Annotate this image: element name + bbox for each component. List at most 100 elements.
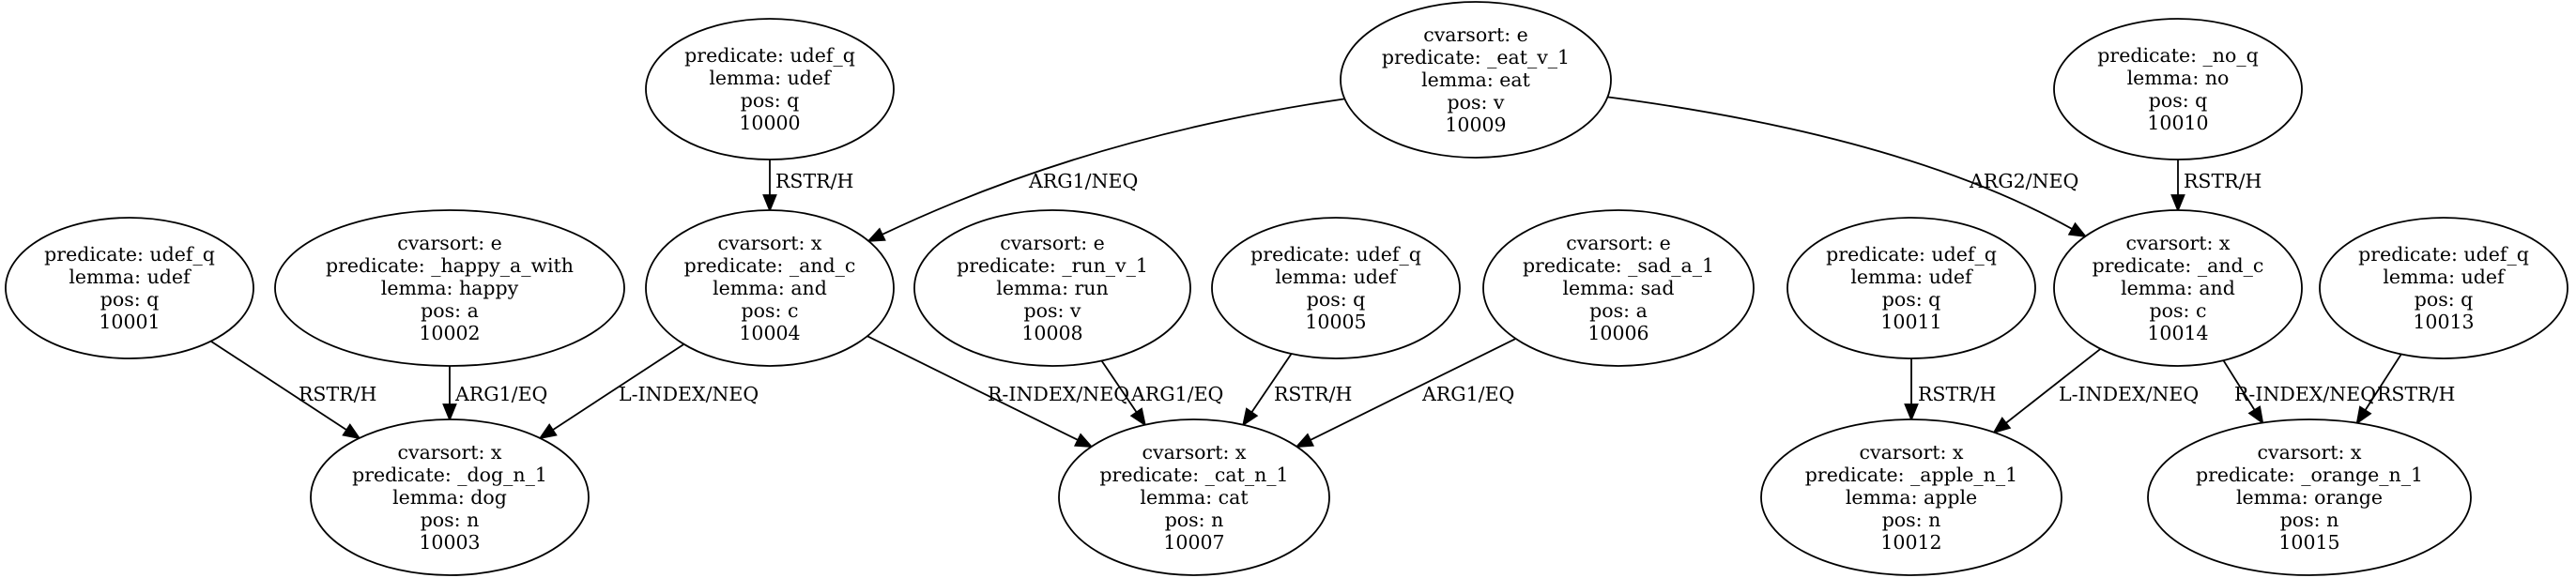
node-text-line: predicate: _sad_a_1: [1523, 254, 1714, 277]
node-text-line: pos: q: [100, 288, 160, 311]
node-ellipse: [2053, 18, 2303, 160]
edge-label: ARG1/EQ: [1130, 383, 1223, 405]
node-text-line: lemma: apple: [1846, 486, 1977, 509]
node-ellipse: [1058, 418, 1330, 576]
node-text-line: lemma: udef: [69, 266, 192, 288]
node-text-line: lemma: eat: [1421, 68, 1531, 91]
node-text-line: lemma: run: [996, 277, 1108, 299]
node-text-line: pos: n: [1882, 509, 1941, 531]
node-text-line: predicate: udef_q: [684, 44, 855, 67]
edge-10009-to-10004: ARG1/NEQ: [866, 98, 1345, 242]
node-ellipse: [1211, 217, 1461, 359]
node-text-line: cvarsort: e: [397, 232, 502, 254]
node-text-line: predicate: _apple_n_1: [1805, 464, 2017, 486]
node-text-line: lemma: sad: [1562, 277, 1674, 299]
edge-label: RSTR/H: [775, 170, 853, 192]
arrowhead: [1992, 417, 2012, 434]
node-text-line: 10005: [1305, 311, 1366, 333]
edge-10006-to-10007: ARG1/EQ: [1295, 338, 1516, 449]
node-text-line: 10007: [1163, 531, 1224, 554]
edge-label: ARG1/EQ: [1421, 383, 1514, 405]
node-text-line: pos: q: [2415, 288, 2474, 311]
node-text-line: predicate: _dog_n_1: [352, 464, 547, 486]
edge-label: ARG2/NEQ: [1969, 170, 2078, 192]
edge-label: ARG1/NEQ: [1028, 170, 1138, 192]
edge-10004-to-10003: L-INDEX/NEQ: [538, 343, 759, 440]
edge-10001-to-10003: RSTR/H: [210, 340, 376, 440]
node-text-line: lemma: udef: [2383, 266, 2506, 288]
arrowhead: [442, 403, 457, 422]
node-text-line: 10013: [2413, 311, 2474, 333]
node-ellipse: [2319, 217, 2568, 359]
node-text-line: pos: c: [742, 299, 799, 322]
edge-label: RSTR/H: [2377, 383, 2455, 405]
node-text-line: 10008: [1021, 322, 1082, 344]
node-text-line: cvarsort: e: [1423, 23, 1528, 46]
arrowhead: [2067, 221, 2088, 238]
node-text-line: predicate: _cat_n_1: [1099, 464, 1288, 486]
edge-label: L-INDEX/NEQ: [2059, 383, 2199, 405]
edge-10002-to-10003: ARG1/EQ: [442, 366, 547, 422]
arrowhead: [2355, 405, 2372, 425]
node-text-line: pos: n: [2280, 509, 2339, 531]
edge-line: [2005, 348, 2102, 424]
node-text-line: pos: v: [1024, 299, 1081, 322]
edge-10011-to-10012: RSTR/H: [1904, 358, 1996, 422]
arrowhead: [1242, 407, 1259, 427]
node-text-line: 10004: [739, 322, 800, 344]
node-text-line: 10002: [419, 322, 480, 344]
node-text-line: 10001: [99, 311, 160, 333]
arrowhead: [342, 423, 361, 440]
arrowhead: [1073, 433, 1094, 449]
arrowhead: [866, 227, 886, 242]
node-text-line: lemma: and: [2121, 277, 2235, 299]
arrowhead: [1129, 407, 1146, 427]
edge-label: RSTR/H: [1274, 383, 1352, 405]
node-ellipse: [1760, 418, 2062, 576]
node-text-line: pos: c: [2150, 299, 2207, 322]
node-text-line: 10011: [1880, 311, 1941, 333]
edge-label: ARG1/EQ: [454, 383, 547, 405]
node-text-line: cvarsort: x: [1860, 441, 1964, 464]
node-ellipse: [1786, 217, 2036, 359]
arrowhead: [1904, 403, 1919, 422]
node-text-line: pos: n: [1165, 509, 1224, 531]
node-text-line: predicate: udef_q: [1826, 243, 1997, 266]
node-ellipse: [2053, 209, 2303, 367]
edge-line: [552, 343, 685, 431]
arrowhead: [762, 194, 777, 213]
edge-10010-to-10014: RSTR/H: [2170, 160, 2262, 213]
node-text-line: predicate: udef_q: [44, 243, 215, 266]
edge-line: [2364, 353, 2402, 411]
node-text-line: 10009: [1445, 114, 1506, 136]
node-text-line: 10006: [1587, 322, 1648, 344]
node-text-line: cvarsort: x: [2126, 232, 2231, 254]
node-text-line: pos: q: [1307, 288, 1366, 311]
node-text-line: pos: a: [1589, 299, 1648, 322]
node-ellipse: [1482, 209, 1755, 367]
node-text-line: lemma: udef: [1275, 266, 1398, 288]
edge-10013-to-10015: RSTR/H: [2355, 353, 2455, 425]
edge-10008-to-10007: ARG1/EQ: [1100, 360, 1223, 427]
node-text-line: cvarsort: e: [1000, 232, 1105, 254]
arrowhead: [2170, 194, 2185, 213]
node-text-line: predicate: _and_c: [684, 254, 856, 277]
node-text-line: 10014: [2147, 322, 2208, 344]
edge-10004-to-10007: R-INDEX/NEQ: [866, 335, 1129, 449]
node-text-line: lemma: dog: [392, 486, 507, 509]
edge-label: RSTR/H: [1918, 383, 1996, 405]
edge-line: [882, 98, 1345, 236]
node-text-line: predicate: udef_q: [1250, 243, 1421, 266]
node-text-line: cvarsort: x: [1142, 441, 1247, 464]
edge-10009-to-10014: ARG2/NEQ: [1607, 96, 2088, 238]
node-text-line: cvarsort: x: [398, 441, 502, 464]
node-text-line: pos: q: [1882, 288, 1941, 311]
node-text-line: 10015: [2278, 531, 2339, 554]
